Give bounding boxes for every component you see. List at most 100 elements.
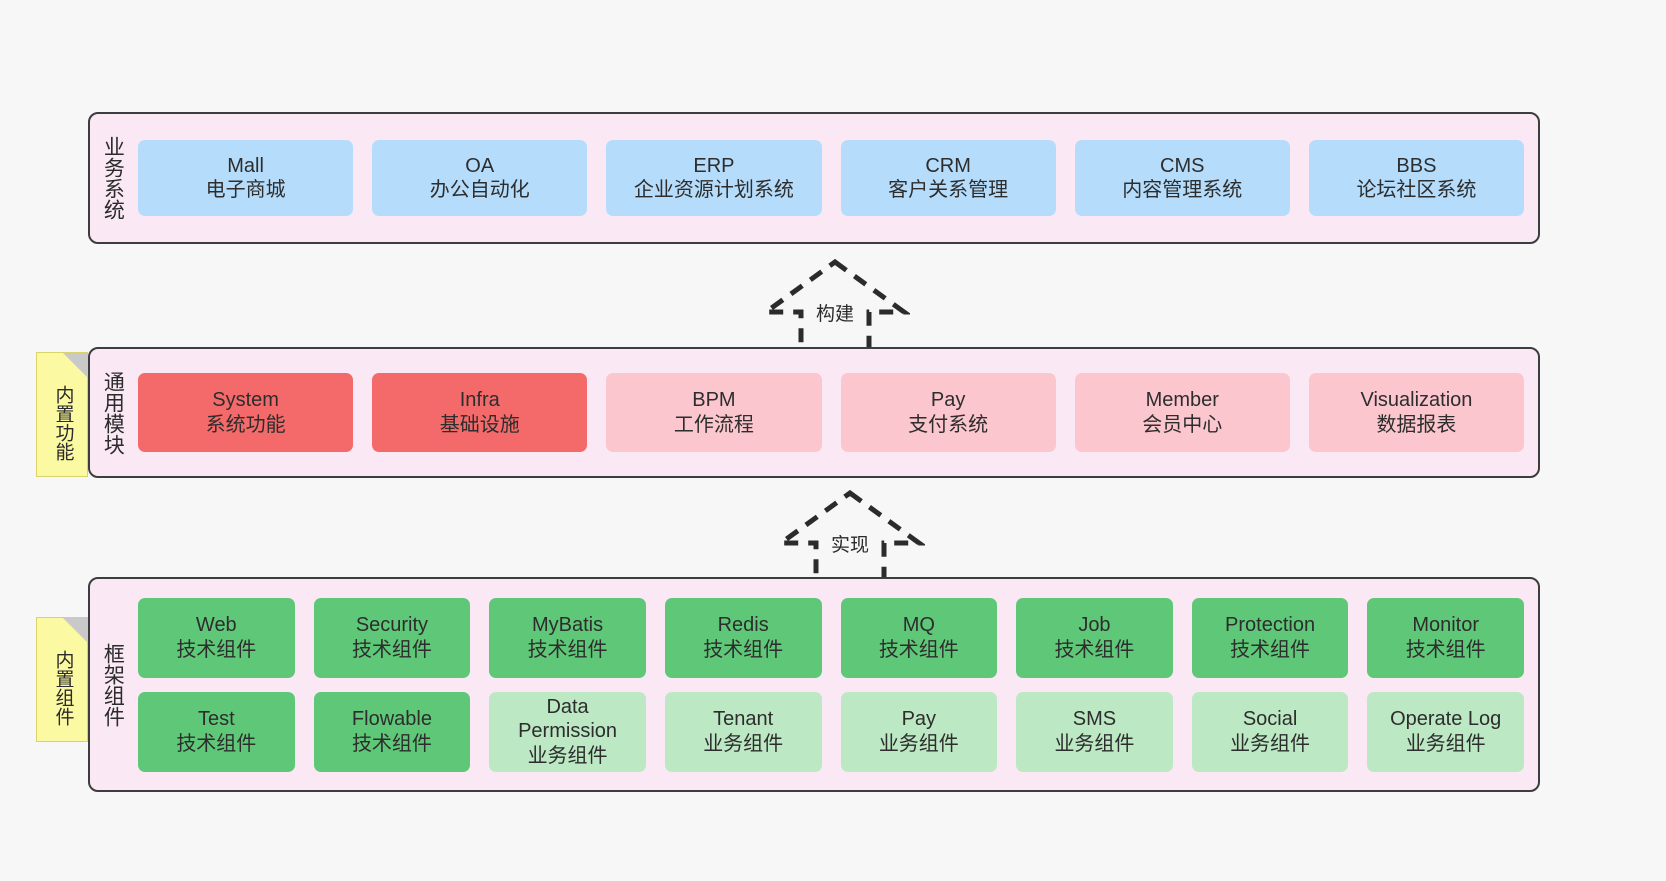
node-monitor[interactable]: Monitor 技术组件 bbox=[1367, 597, 1524, 678]
node-redis[interactable]: Redis 技术组件 bbox=[664, 597, 822, 678]
layer-title-common-module: 通用模块 bbox=[101, 370, 125, 455]
node-label-en: Test bbox=[197, 708, 235, 731]
node-label-en: Pay bbox=[901, 708, 937, 731]
node-test[interactable]: Test 技术组件 bbox=[138, 691, 295, 772]
node-label-cn: 系统功能 bbox=[205, 413, 286, 436]
node-label-en: CRM bbox=[925, 154, 971, 177]
node-label-cn: 技术组件 bbox=[878, 638, 959, 661]
node-system[interactable]: System 系统功能 bbox=[138, 373, 354, 452]
node-label-en: System bbox=[212, 389, 279, 412]
node-label-cn: 技术组件 bbox=[1230, 638, 1311, 661]
layer-row: Test 技术组件 Flowable 技术组件 Data Permission … bbox=[138, 691, 1524, 772]
node-label-cn: 业务组件 bbox=[527, 744, 608, 767]
node-label-en: Protection bbox=[1225, 614, 1316, 637]
node-label-cn: 技术组件 bbox=[351, 638, 432, 661]
node-label-en: Member bbox=[1145, 389, 1219, 412]
note-label: 内置功能 bbox=[52, 384, 74, 461]
node-label-en: MQ bbox=[902, 614, 935, 637]
node-label-cn: 技术组件 bbox=[351, 732, 432, 755]
node-bpm[interactable]: BPM 工作流程 bbox=[606, 373, 822, 452]
node-mall[interactable]: Mall 电子商城 bbox=[138, 140, 354, 216]
node-label-en: Pay bbox=[930, 389, 966, 412]
node-member[interactable]: Member 会员中心 bbox=[1074, 373, 1290, 452]
node-label-en: Infra bbox=[459, 389, 500, 412]
node-label-cn: 企业资源计划系统 bbox=[633, 179, 794, 201]
layer-framework-component: 框架组件 Web 技术组件 Security 技术组件 MyBatis 技术组件… bbox=[88, 577, 1540, 792]
node-label-en: BBS bbox=[1396, 154, 1437, 177]
node-oa[interactable]: OA 办公自动化 bbox=[372, 140, 588, 216]
arrow-build: 构建 bbox=[760, 256, 910, 356]
node-mybatis[interactable]: MyBatis 技术组件 bbox=[489, 597, 646, 678]
node-tenant[interactable]: Tenant 业务组件 bbox=[664, 691, 822, 772]
node-data-permission[interactable]: Data Permission 业务组件 bbox=[489, 691, 646, 772]
node-crm[interactable]: CRM 客户关系管理 bbox=[840, 140, 1056, 216]
node-pay-component[interactable]: Pay 业务组件 bbox=[840, 691, 998, 772]
node-label-en: Web bbox=[195, 614, 237, 637]
layer-business-system: 业务系统 Mall 电子商城 OA 办公自动化 ERP 企业资源计划系统 CRM… bbox=[88, 112, 1540, 244]
node-label-en: Job bbox=[1078, 614, 1111, 637]
node-label-en: Operate Log bbox=[1390, 708, 1502, 731]
node-flowable[interactable]: Flowable 技术组件 bbox=[313, 691, 471, 772]
node-job[interactable]: Job 技术组件 bbox=[1016, 597, 1173, 678]
node-protection[interactable]: Protection 技术组件 bbox=[1191, 597, 1349, 678]
node-label-cn: 电子商城 bbox=[205, 179, 286, 201]
layer-row: Web 技术组件 Security 技术组件 MyBatis 技术组件 Redi… bbox=[138, 597, 1524, 678]
node-security[interactable]: Security 技术组件 bbox=[313, 597, 471, 678]
node-label-en: Mall bbox=[227, 154, 264, 177]
node-label-en: Security bbox=[355, 614, 429, 637]
node-label-cn: 内容管理系统 bbox=[1122, 179, 1243, 201]
arrow-realize: 实现 bbox=[775, 487, 925, 587]
node-bbs[interactable]: BBS 论坛社区系统 bbox=[1308, 140, 1525, 216]
layer-title-framework-component: 框架组件 bbox=[101, 642, 125, 727]
node-erp[interactable]: ERP 企业资源计划系统 bbox=[606, 140, 822, 216]
layer-row: Mall 电子商城 OA 办公自动化 ERP 企业资源计划系统 CRM 客户关系… bbox=[138, 140, 1525, 216]
node-label-en: Tenant bbox=[713, 708, 774, 731]
node-visualization[interactable]: Visualization 数据报表 bbox=[1308, 373, 1525, 452]
node-label-en: Visualization bbox=[1360, 389, 1473, 412]
arrow-build-label: 构建 bbox=[815, 304, 855, 325]
note-builtin-functions: 内置功能 bbox=[36, 352, 88, 477]
node-label-cn: 会员中心 bbox=[1142, 413, 1223, 436]
node-web[interactable]: Web 技术组件 bbox=[138, 597, 295, 678]
node-label-en: Social bbox=[1242, 708, 1298, 731]
node-operate-log[interactable]: Operate Log 业务组件 bbox=[1367, 691, 1524, 772]
note-label: 内置组件 bbox=[52, 649, 74, 726]
layer-title-business-system: 业务系统 bbox=[101, 136, 125, 220]
node-sms[interactable]: SMS 业务组件 bbox=[1016, 691, 1173, 772]
node-label-en: SMS bbox=[1072, 708, 1117, 731]
node-label-en: Monitor bbox=[1412, 614, 1480, 637]
node-label-cn: 基础设施 bbox=[439, 413, 520, 436]
node-mq[interactable]: MQ 技术组件 bbox=[840, 597, 998, 678]
layer-row: System 系统功能 Infra 基础设施 BPM 工作流程 Pay 支付系统… bbox=[138, 373, 1525, 452]
node-label-cn: 论坛社区系统 bbox=[1356, 179, 1477, 201]
node-label-en: CMS bbox=[1160, 154, 1205, 177]
node-label-cn: 技术组件 bbox=[703, 638, 784, 661]
arrow-realize-label: 实现 bbox=[830, 535, 870, 556]
node-label-cn: 数据报表 bbox=[1376, 413, 1457, 436]
layer-body-common-module: System 系统功能 Infra 基础设施 BPM 工作流程 Pay 支付系统… bbox=[134, 349, 1538, 476]
node-label-cn: 工作流程 bbox=[673, 413, 754, 436]
note-builtin-components: 内置组件 bbox=[36, 617, 88, 742]
node-label-cn: 业务组件 bbox=[878, 732, 959, 755]
node-label-en: Data Permission bbox=[518, 695, 618, 743]
node-label-en: OA bbox=[465, 154, 495, 177]
layer-common-module: 通用模块 System 系统功能 Infra 基础设施 BPM 工作流程 Pay… bbox=[88, 347, 1540, 478]
layer-body-business-system: Mall 电子商城 OA 办公自动化 ERP 企业资源计划系统 CRM 客户关系… bbox=[134, 114, 1538, 242]
node-label-cn: 支付系统 bbox=[908, 413, 989, 436]
node-label-cn: 业务组件 bbox=[703, 732, 784, 755]
node-label-en: BPM bbox=[692, 389, 736, 412]
node-label-cn: 技术组件 bbox=[527, 638, 608, 661]
node-label-cn: 业务组件 bbox=[1405, 732, 1486, 755]
node-social[interactable]: Social 业务组件 bbox=[1191, 691, 1349, 772]
node-label-cn: 技术组件 bbox=[1054, 638, 1135, 661]
node-label-cn: 办公自动化 bbox=[429, 179, 530, 201]
node-label-en: ERP bbox=[693, 154, 735, 177]
node-label-cn: 技术组件 bbox=[176, 638, 257, 661]
node-label-cn: 客户关系管理 bbox=[888, 179, 1009, 201]
layer-body-framework-component: Web 技术组件 Security 技术组件 MyBatis 技术组件 Redi… bbox=[134, 579, 1538, 790]
node-label-cn: 技术组件 bbox=[1405, 638, 1486, 661]
node-infra[interactable]: Infra 基础设施 bbox=[372, 373, 588, 452]
node-cms[interactable]: CMS 内容管理系统 bbox=[1074, 140, 1290, 216]
node-pay[interactable]: Pay 支付系统 bbox=[840, 373, 1056, 452]
